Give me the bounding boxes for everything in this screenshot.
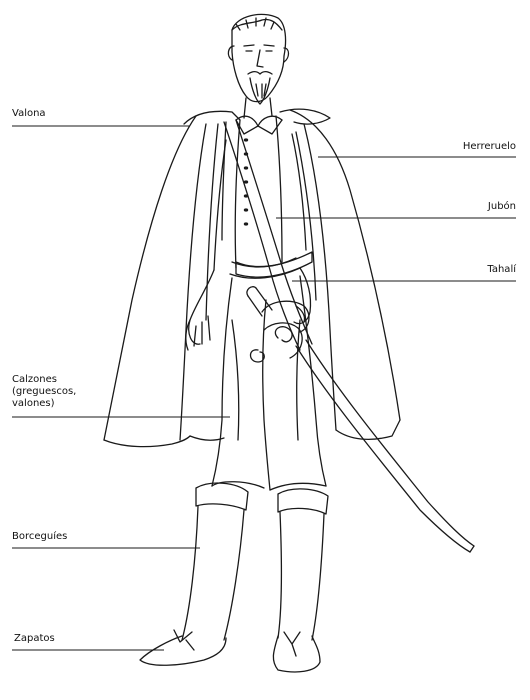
cape (103, 108, 401, 448)
baldric (223, 119, 313, 351)
collar (235, 97, 283, 135)
label-herreruelo: Herreruelo (462, 141, 516, 152)
sword (246, 286, 475, 553)
breeches (211, 275, 327, 491)
label-calzones: Calzones (greguescos, valones) (12, 374, 77, 409)
boots (181, 482, 329, 641)
label-borceguies: Borceguíes (12, 531, 68, 542)
label-jubon: Jubón (487, 201, 516, 212)
shoes (139, 629, 321, 673)
label-tahali: Tahalí (487, 264, 516, 275)
doublet (213, 115, 307, 279)
leader-lines (12, 125, 516, 651)
label-valona: Valona (12, 108, 46, 119)
head (227, 13, 290, 105)
label-zapatos: Zapatos (14, 633, 55, 644)
